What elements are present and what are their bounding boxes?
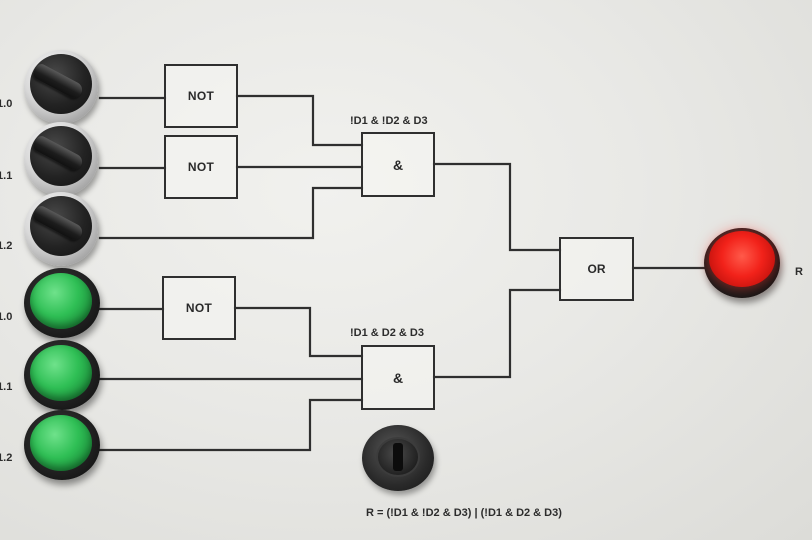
input-label-1: .1.0: [0, 98, 13, 110]
red-output-lamp: [704, 228, 780, 298]
pushbutton-lens: [30, 273, 92, 329]
selector-switch-3[interactable]: [24, 192, 98, 266]
input-label-6: .1.2: [0, 452, 13, 464]
input-label-4: .1.0: [0, 311, 13, 323]
green-pushbutton-2[interactable]: [24, 340, 100, 410]
key-switch[interactable]: [362, 425, 434, 491]
green-pushbutton-3[interactable]: [24, 410, 100, 480]
not-gate-3: NOT: [162, 276, 236, 340]
pushbutton-lens: [30, 345, 92, 401]
pushbutton-lens: [30, 415, 92, 471]
selector-switch-1[interactable]: [24, 50, 98, 124]
wire-in3-and1: [98, 186, 364, 240]
wire-not1-and1: [235, 94, 364, 147]
lamp-lens: [709, 231, 775, 287]
input-label-3: .1.2: [0, 240, 13, 252]
selector-switch-2[interactable]: [24, 122, 98, 196]
output-label: R: [795, 266, 803, 278]
wire-in6-and2: [98, 398, 364, 452]
and-gate-1-caption: !D1 & !D2 & D3: [350, 115, 428, 127]
wire-not3-and2: [233, 306, 364, 358]
not-gate-2: NOT: [164, 135, 238, 199]
and-gate-2: &: [361, 345, 435, 410]
key-slot-icon: [393, 443, 403, 471]
and-gate-2-caption: !D1 & D2 & D3: [350, 327, 424, 339]
wire-and2-or: [432, 288, 562, 379]
not-gate-1: NOT: [164, 64, 238, 128]
wire-and1-or: [432, 162, 562, 252]
or-gate: OR: [559, 237, 634, 301]
green-pushbutton-1[interactable]: [24, 268, 100, 338]
and-gate-1: &: [361, 132, 435, 197]
input-label-2: .1.1: [0, 170, 13, 182]
formula-caption: R = (!D1 & !D2 & D3) | (!D1 & D2 & D3): [366, 507, 562, 519]
input-label-5: .1.1: [0, 381, 13, 393]
